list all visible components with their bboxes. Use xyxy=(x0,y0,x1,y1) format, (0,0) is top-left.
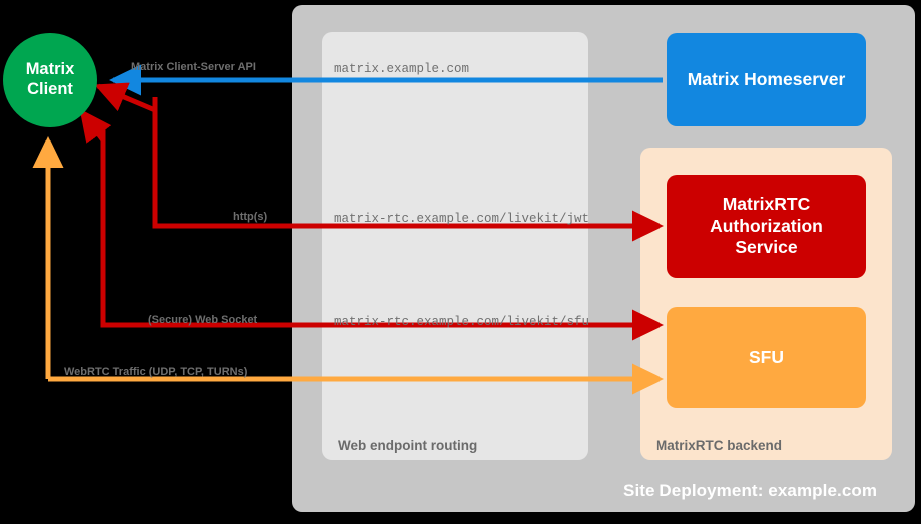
flow-label-http: http(s) xyxy=(233,211,268,223)
flow-label-webrtc-traffic: WebRTC Traffic (UDP, TCP, TURNs) xyxy=(64,366,248,378)
web-endpoint-routing-container xyxy=(322,32,588,460)
flow-label-matrix-client-server-api: Matrix Client-Server API xyxy=(131,61,256,73)
sfu-label: SFU xyxy=(749,346,784,367)
sfu-node[interactable]: SFU xyxy=(667,307,866,408)
arrow-webrtc-traffic xyxy=(32,135,665,395)
arrow-livekit-sfu xyxy=(79,108,665,341)
flow-label-web-socket: (Secure) Web Socket xyxy=(148,314,258,326)
endpoint-label-livekit-sfu: matrix-rtc.example.com/livekit/sfu xyxy=(334,315,590,329)
web-endpoint-routing-caption: Web endpoint routing xyxy=(338,438,478,453)
matrixrtc-backend-caption: MatrixRTC backend xyxy=(656,438,783,453)
matrix-homeserver-label: Matrix Homeserver xyxy=(687,68,846,89)
site-deployment-caption: Site Deployment: example.com xyxy=(623,481,878,500)
endpoint-label-livekit-jwt: matrix-rtc.example.com/livekit/jwt xyxy=(334,212,590,226)
arrow-livekit-jwt xyxy=(94,82,665,242)
matrixrtc-authorization-service-label: MatrixRTC Authorization Service xyxy=(710,194,823,258)
matrix-client-label: Matrix Client xyxy=(25,60,75,98)
matrix-client-node[interactable]: Matrix Client xyxy=(3,33,97,127)
endpoint-label-matrix: matrix.example.com xyxy=(334,62,470,76)
matrix-homeserver-node[interactable]: Matrix Homeserver xyxy=(667,33,866,126)
matrixrtc-authorization-service-node[interactable]: MatrixRTC Authorization Service xyxy=(667,175,866,278)
